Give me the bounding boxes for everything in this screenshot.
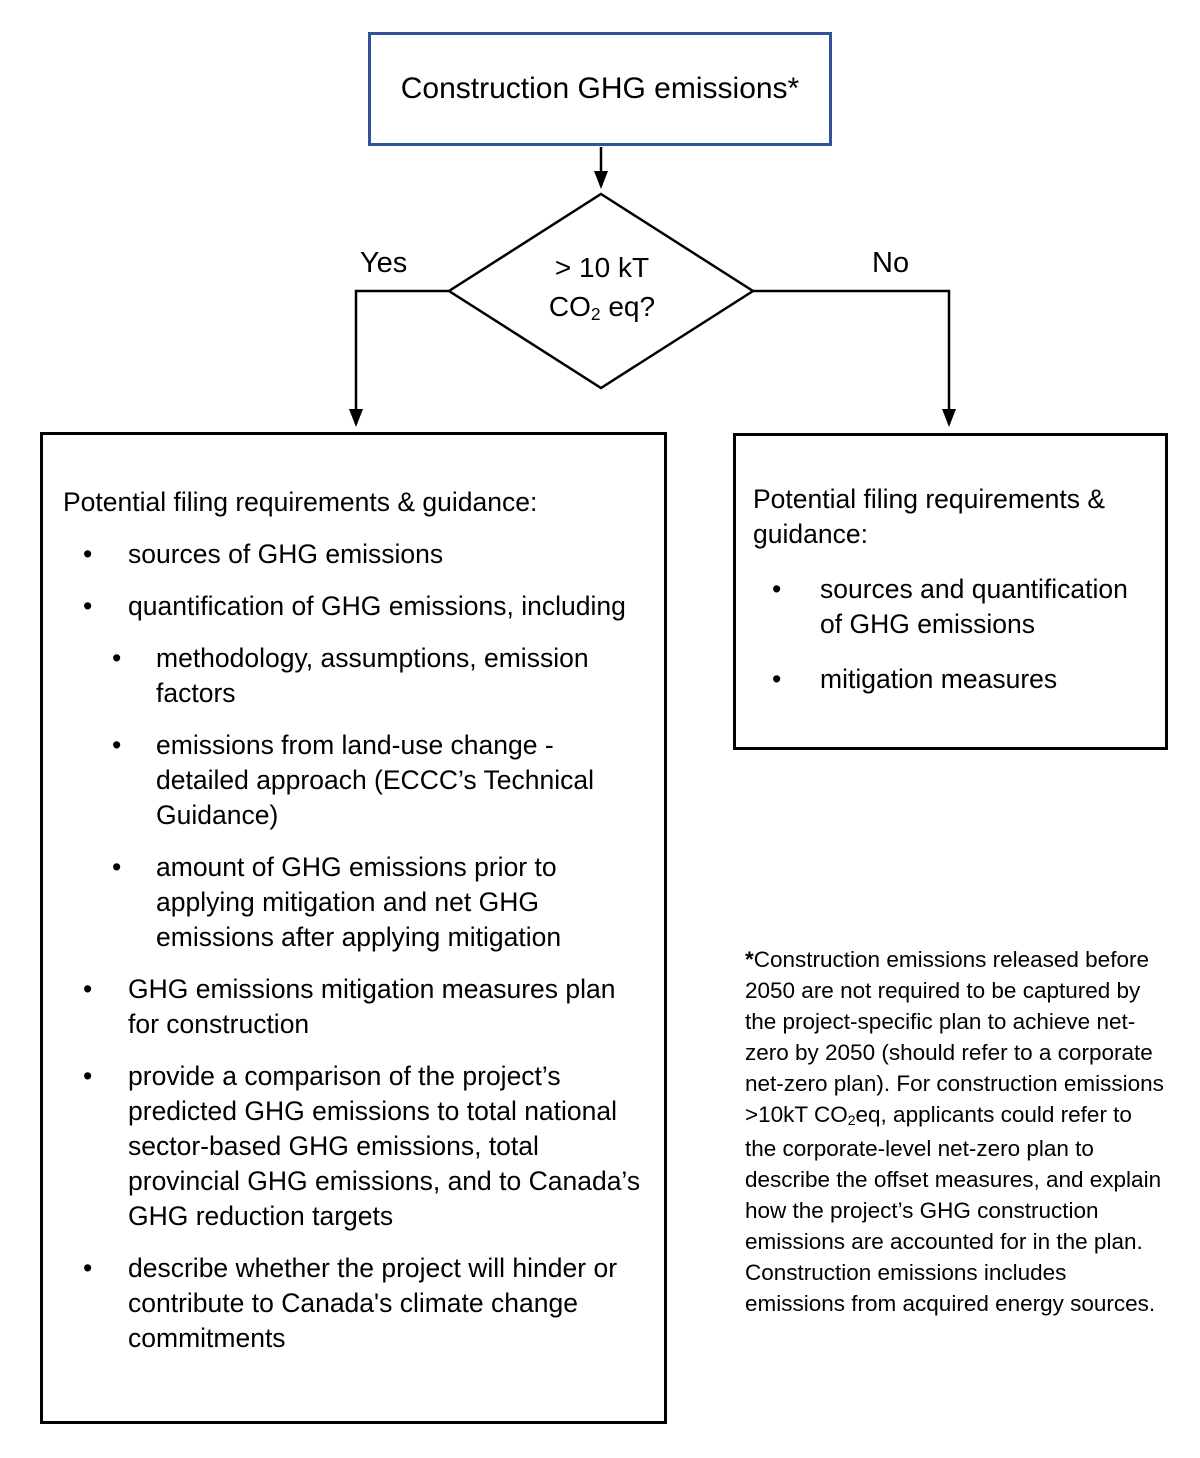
- no-outcome-box: Potential filing requirements & guidance…: [733, 433, 1168, 750]
- bullet-icon: •: [112, 643, 122, 673]
- list-item-text: emissions from land-use change - detaile…: [156, 730, 594, 830]
- decision-label-line2: CO2 eq?: [548, 291, 656, 325]
- bullet-icon: •: [112, 852, 122, 882]
- footnote-asterisk: *: [745, 947, 754, 972]
- bullet-icon: •: [83, 1253, 93, 1283]
- decision-label-line1: > 10 kT: [554, 252, 650, 283]
- no-box-heading: Potential filing requirements & guidance…: [753, 484, 1106, 549]
- list-item-text: provide a comparison of the project’s pr…: [128, 1061, 641, 1231]
- list-item-text: mitigation measures: [820, 664, 1058, 694]
- list-item: • provide a comparison of the project’s …: [63, 1059, 648, 1234]
- footnote-text-part2: eq, applicants could refer to the corpor…: [745, 1102, 1162, 1316]
- connector-no-branch: [753, 289, 956, 427]
- list-item-text: sources of GHG emissions: [128, 539, 444, 569]
- bullet-icon: •: [772, 664, 782, 694]
- list-item: • mitigation measures: [753, 662, 1151, 697]
- list-item-text: amount of GHG emissions prior to applyin…: [156, 852, 562, 952]
- list-item-text: describe whether the project will hinder…: [128, 1253, 618, 1353]
- branch-label-no: No: [872, 247, 910, 279]
- list-item-text: quantification of GHG emissions, includi…: [128, 591, 626, 621]
- list-item-text: methodology, assumptions, emission facto…: [156, 643, 589, 708]
- yes-box-heading: Potential filing requirements & guidance…: [63, 487, 538, 517]
- list-item: • methodology, assumptions, emission fac…: [63, 641, 648, 711]
- list-item: • sources and quantification of GHG emis…: [753, 572, 1151, 642]
- list-item: • amount of GHG emissions prior to apply…: [63, 850, 648, 955]
- list-item: • sources of GHG emissions: [63, 537, 648, 572]
- connector-yes-branch: [349, 289, 449, 427]
- no-requirements-list: • sources and quantification of GHG emis…: [753, 572, 1151, 697]
- yes-outcome-box: Potential filing requirements & guidance…: [40, 432, 667, 1424]
- branch-label-yes: Yes: [360, 247, 408, 279]
- bullet-icon: •: [83, 1061, 93, 1091]
- bullet-icon: •: [83, 974, 93, 1004]
- list-item: • describe whether the project will hind…: [63, 1251, 648, 1356]
- list-item-text: sources and quantification of GHG emissi…: [820, 574, 1128, 639]
- decision-label: > 10 kT CO2 eq?: [500, 248, 704, 330]
- bullet-icon: •: [772, 574, 782, 604]
- list-item: • GHG emissions mitigation measures plan…: [63, 972, 648, 1042]
- yes-requirements-list: • sources of GHG emissions • quantificat…: [63, 537, 648, 1356]
- bullet-icon: •: [83, 539, 93, 569]
- bullet-icon: •: [83, 591, 93, 621]
- list-item-text: GHG emissions mitigation measures plan f…: [128, 974, 616, 1039]
- list-item: • emissions from land-use change - detai…: [63, 728, 648, 833]
- list-item: • quantification of GHG emissions, inclu…: [63, 589, 648, 624]
- footnote: *Construction emissions released before …: [745, 944, 1169, 1319]
- bullet-icon: •: [112, 730, 122, 760]
- start-node-label: Construction GHG emissions*: [400, 72, 800, 105]
- footnote-co2-subscript: 2: [847, 1112, 856, 1129]
- footnote-text-part1: Construction emissions released before 2…: [745, 947, 1164, 1127]
- start-node: Construction GHG emissions*: [368, 32, 832, 146]
